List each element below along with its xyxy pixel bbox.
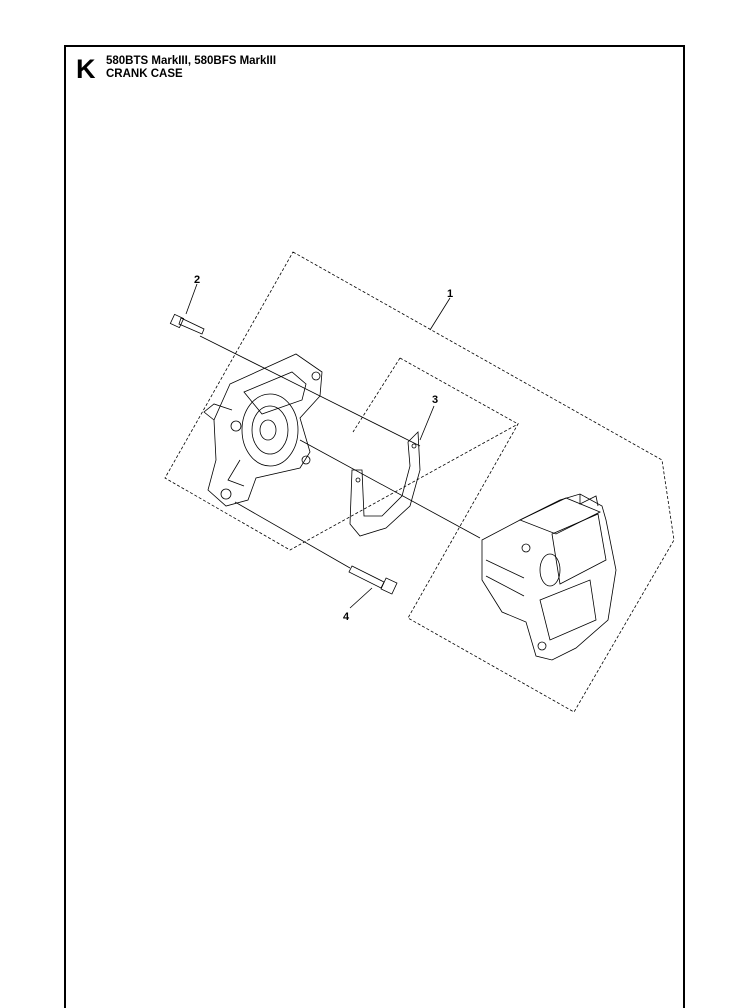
model-title: 580BTS MarkIII, 580BFS MarkIII xyxy=(106,55,277,67)
leader-1 xyxy=(429,297,451,331)
callout-1: 1 xyxy=(447,288,453,300)
axis-screw xyxy=(199,335,421,447)
axis-center xyxy=(299,439,481,539)
title-block: 580BTS MarkIII, 580BFS MarkIII CRANK CAS… xyxy=(106,55,276,81)
gasket-part xyxy=(349,431,421,537)
callout-2: 2 xyxy=(194,274,200,286)
section-letter: K xyxy=(76,54,96,84)
callout-4: 4 xyxy=(343,611,350,623)
leader-2 xyxy=(185,283,198,315)
bolt-part xyxy=(348,565,398,595)
page-frame xyxy=(64,45,685,1008)
axis-bolt xyxy=(234,501,351,569)
assembly-boundary-1 xyxy=(164,251,675,713)
assembly-boundary-3 xyxy=(399,357,519,425)
callout-3: 3 xyxy=(432,394,438,406)
leader-4 xyxy=(349,587,373,609)
leader-3 xyxy=(419,405,435,441)
crankcase-left-half xyxy=(203,353,323,507)
crankcase-right-half xyxy=(481,493,617,661)
screw-part xyxy=(169,313,205,335)
group-title: CRANK CASE xyxy=(106,68,183,80)
